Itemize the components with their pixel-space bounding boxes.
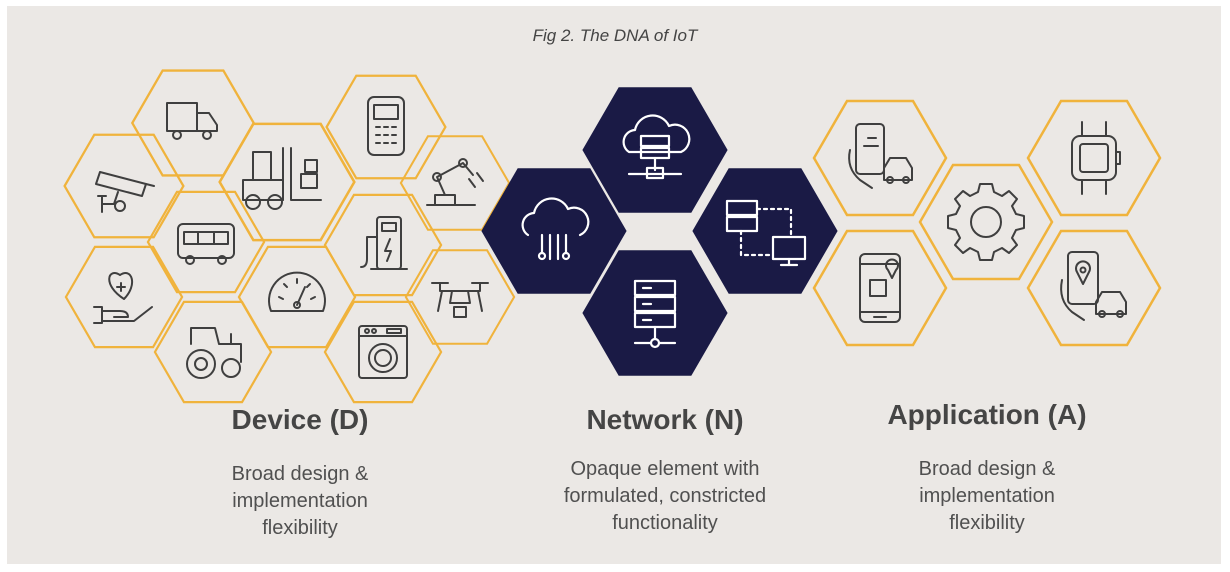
drone-icon xyxy=(431,282,489,318)
phone-car-icon xyxy=(848,123,913,189)
network-description-line: formulated, constricted xyxy=(563,485,767,507)
speedometer-icon xyxy=(268,271,326,312)
application-hexagons xyxy=(812,99,1162,347)
cloud-server-icon xyxy=(622,114,691,180)
application-heading: Application (A) xyxy=(887,399,1087,430)
gear-icon xyxy=(947,183,1025,261)
application-description-line: implementation xyxy=(919,485,1055,507)
network-description-line: Opaque element with xyxy=(570,458,760,480)
cctv-camera-icon xyxy=(95,171,155,213)
forklift-icon xyxy=(242,147,322,210)
device-hexagons xyxy=(63,69,516,404)
bus-icon xyxy=(177,223,235,265)
device-description-line: implementation xyxy=(232,490,368,512)
network-description-line: functionality xyxy=(612,512,718,534)
phone-package-icon xyxy=(859,253,901,323)
truck-icon xyxy=(166,102,218,140)
pos-terminal-icon xyxy=(367,96,405,156)
tractor-icon xyxy=(186,327,242,379)
server-monitor-icon xyxy=(725,199,807,267)
robot-arm-icon xyxy=(426,158,484,206)
figure-caption: Fig 2. The DNA of IoT xyxy=(532,26,698,45)
network-description: Opaque element with formulated, constric… xyxy=(505,456,825,537)
cloud-circuit-icon xyxy=(521,197,590,261)
server-network-icon xyxy=(633,279,677,349)
device-description-line: flexibility xyxy=(262,517,338,539)
heart-hand-icon xyxy=(93,272,153,324)
washing-machine-icon xyxy=(358,325,408,379)
device-description-line: Broad design & xyxy=(231,463,369,485)
network-heading: Network (N) xyxy=(586,404,744,435)
device-description: Broad design & implementation flexibilit… xyxy=(150,461,450,542)
device-heading: Device (D) xyxy=(231,404,369,435)
application-description-line: flexibility xyxy=(949,512,1025,534)
network-hexagons xyxy=(481,87,838,376)
phone-location-car-icon xyxy=(1060,251,1127,321)
ev-charger-icon xyxy=(360,216,408,270)
smartwatch-iot-icon xyxy=(1071,121,1121,195)
application-description: Broad design & implementation flexibilit… xyxy=(837,456,1137,537)
application-description-line: Broad design & xyxy=(918,458,1056,480)
